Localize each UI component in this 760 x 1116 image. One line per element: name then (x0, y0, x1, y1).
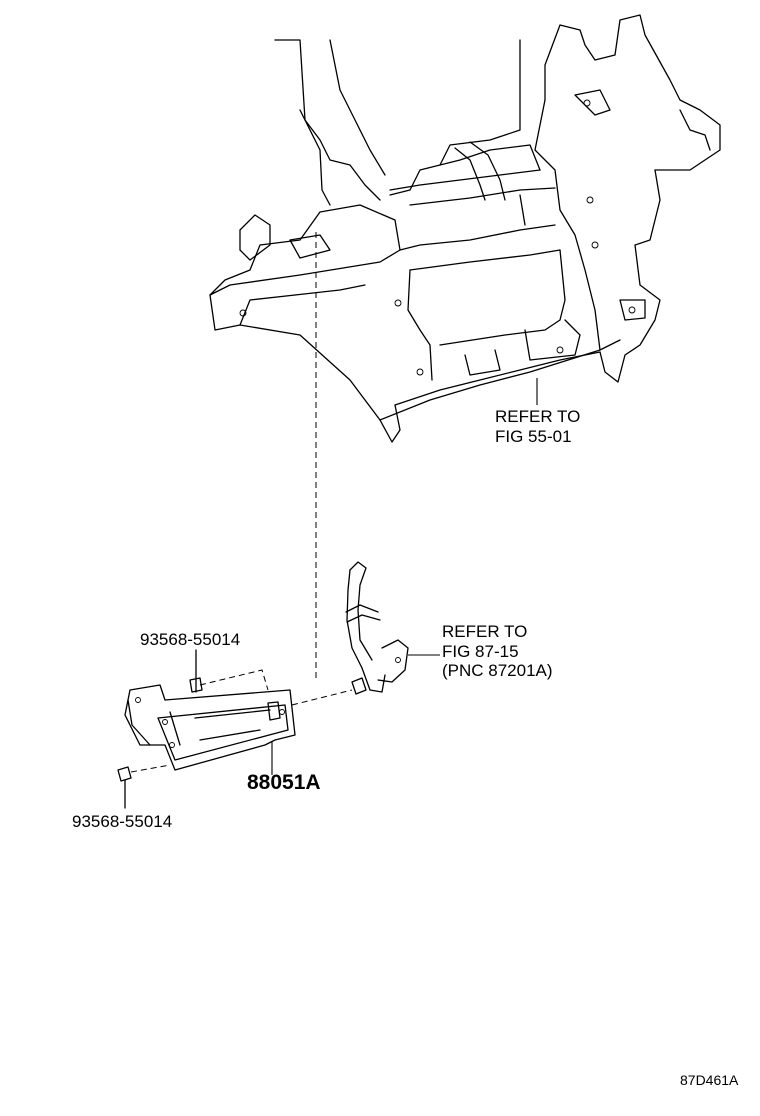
pipe-icon (345, 561, 386, 693)
instrument-panel-frame-icon (209, 14, 721, 443)
refer-mid-line3: (PNC 87201A) (442, 661, 553, 680)
bolt-icon (117, 764, 171, 809)
part-number-bolt-upper: 93568-55014 (140, 630, 241, 649)
bolt-icon (189, 649, 269, 693)
refer-top-line2: FIG 55-01 (495, 427, 572, 446)
bracket-icon (124, 684, 296, 771)
figure-code: 87D461A (680, 1072, 739, 1088)
refer-mid-line2: FIG 87-15 (442, 642, 519, 661)
clip-icon (351, 639, 409, 695)
assembly-dash-diagonal (291, 689, 353, 706)
refer-top-line1: REFER TO (495, 407, 581, 426)
part-number-bolt-lower: 93568-55014 (72, 812, 173, 831)
part-number-bracket: 88051A (247, 771, 321, 794)
refer-mid-line1: REFER TO (442, 622, 528, 641)
